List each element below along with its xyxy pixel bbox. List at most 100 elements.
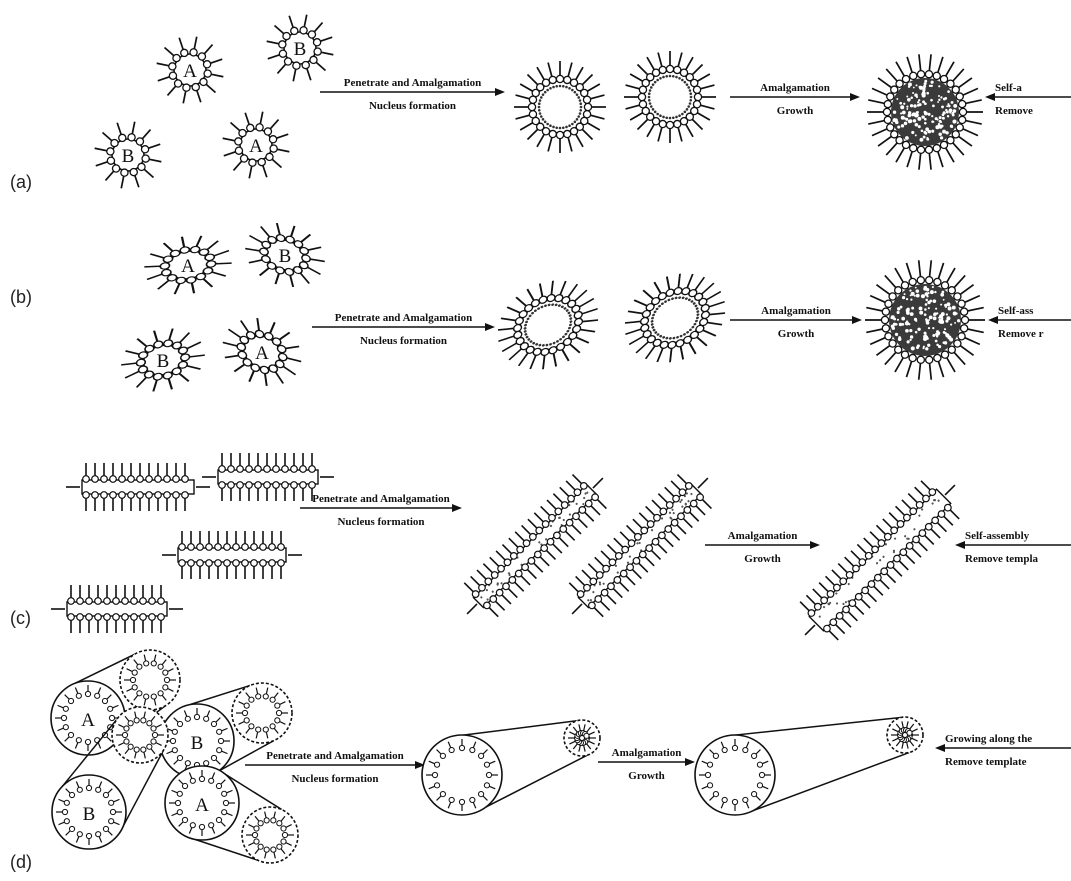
core-dot [648, 99, 651, 102]
surfactant-tail [285, 355, 301, 365]
surfactant-head [76, 738, 81, 743]
surfactant-head [136, 138, 143, 145]
surfactant-head [440, 753, 445, 758]
core-speck [913, 87, 915, 89]
core-dot [681, 296, 685, 300]
surfactant-head [149, 598, 156, 605]
surfactant-head [188, 560, 195, 567]
core-speck [927, 301, 930, 304]
surfactant-tail [498, 332, 515, 344]
surfactant-head [251, 560, 258, 567]
core-speck [940, 136, 943, 139]
surfactant-head [314, 48, 321, 55]
core-dot [549, 87, 552, 90]
surfactant-tail [546, 550, 556, 560]
arrow-head [452, 504, 462, 512]
surfactant-head [293, 62, 300, 69]
core-speck [905, 136, 909, 140]
core-dot [687, 298, 691, 302]
core-speck [915, 287, 917, 289]
panel-c-arrow-3: Self-assemblyRemove templa [955, 530, 1071, 565]
panel-b-arrow-1: Penetrate and AmalgamationNucleus format… [312, 312, 495, 347]
surfactant-tail [800, 602, 810, 612]
core-dot [656, 113, 659, 116]
surfactant-tail [883, 519, 893, 529]
surfactant-head [200, 78, 207, 85]
surfactant-head [891, 86, 898, 93]
surfactant-tail [658, 126, 662, 141]
core-dot [538, 343, 542, 347]
surfactant-tail [606, 594, 616, 604]
surfactant-head [180, 246, 190, 254]
surfactant-head [556, 131, 563, 138]
core-dot [651, 316, 655, 320]
surfactant-tail [607, 545, 617, 555]
core-dot [656, 333, 660, 337]
surfactant-tail [620, 532, 630, 542]
core-speck [949, 112, 951, 114]
core-speck [932, 327, 934, 329]
surfactant-head [224, 560, 231, 567]
surfactant-head [206, 560, 213, 567]
surfactant-head [889, 340, 896, 347]
core-speck [953, 104, 957, 108]
core-speck [898, 336, 901, 339]
surfactant-tail [580, 306, 597, 318]
surfactant-head [216, 817, 221, 822]
surfactant-head [175, 800, 180, 805]
surfactant-head [134, 747, 139, 752]
surfactant-tail [886, 69, 898, 82]
surfactant-tail [907, 150, 913, 167]
core-speck [909, 289, 911, 291]
surfactant-tail [658, 494, 668, 504]
surfactant-tail [872, 128, 888, 135]
core-dot [684, 111, 687, 114]
core-dot [652, 313, 656, 317]
surfactant-tail [223, 340, 239, 350]
surfactant-head [882, 325, 889, 332]
surfactant-head [179, 560, 186, 567]
core-dot [542, 118, 545, 121]
arrow-top-label: Penetrate and Amalgamation [312, 493, 449, 505]
surfactant-tail [545, 281, 559, 296]
surfactant-tail [488, 607, 498, 617]
core-speck [893, 323, 896, 326]
core-speck [952, 120, 956, 124]
panel-d-arrow-2: AmalgamationGrowth [598, 747, 695, 782]
core-dot [537, 307, 541, 311]
core-dot [569, 317, 573, 321]
core-speck [944, 97, 947, 100]
core-dot [568, 326, 572, 330]
core-dot [554, 303, 558, 307]
panel-d-reactant-cylinder-4: A [165, 766, 298, 863]
surfactant-head [757, 783, 762, 788]
rod-dot [589, 599, 592, 602]
core-speck [950, 109, 952, 111]
core-speck [924, 82, 927, 85]
core-dot [678, 77, 681, 80]
core-speck [924, 102, 927, 105]
surfactant-tail [924, 535, 934, 545]
surfactant-tail [929, 362, 931, 380]
rod-dot [904, 535, 907, 538]
surfactant-tail [959, 345, 974, 356]
surfactant-tail [919, 260, 921, 278]
core-speck [924, 332, 927, 335]
rod-dot [681, 505, 684, 508]
surfactant-tail [868, 100, 886, 104]
core-speck [940, 293, 944, 297]
surfactant-head [261, 255, 271, 264]
surfactant-head [151, 661, 156, 666]
core-dot [659, 114, 662, 117]
core-speck [905, 118, 908, 121]
surfactant-tail [699, 85, 714, 89]
rod-dot [671, 508, 674, 511]
surfactant-tail [937, 522, 947, 532]
surfactant-head [277, 844, 282, 849]
surfactant-tail [537, 67, 545, 81]
arrow-top-label: Amalgamation [728, 530, 798, 542]
core-speck [937, 119, 939, 121]
surfactant-tail [586, 122, 600, 130]
core-speck [927, 138, 930, 141]
